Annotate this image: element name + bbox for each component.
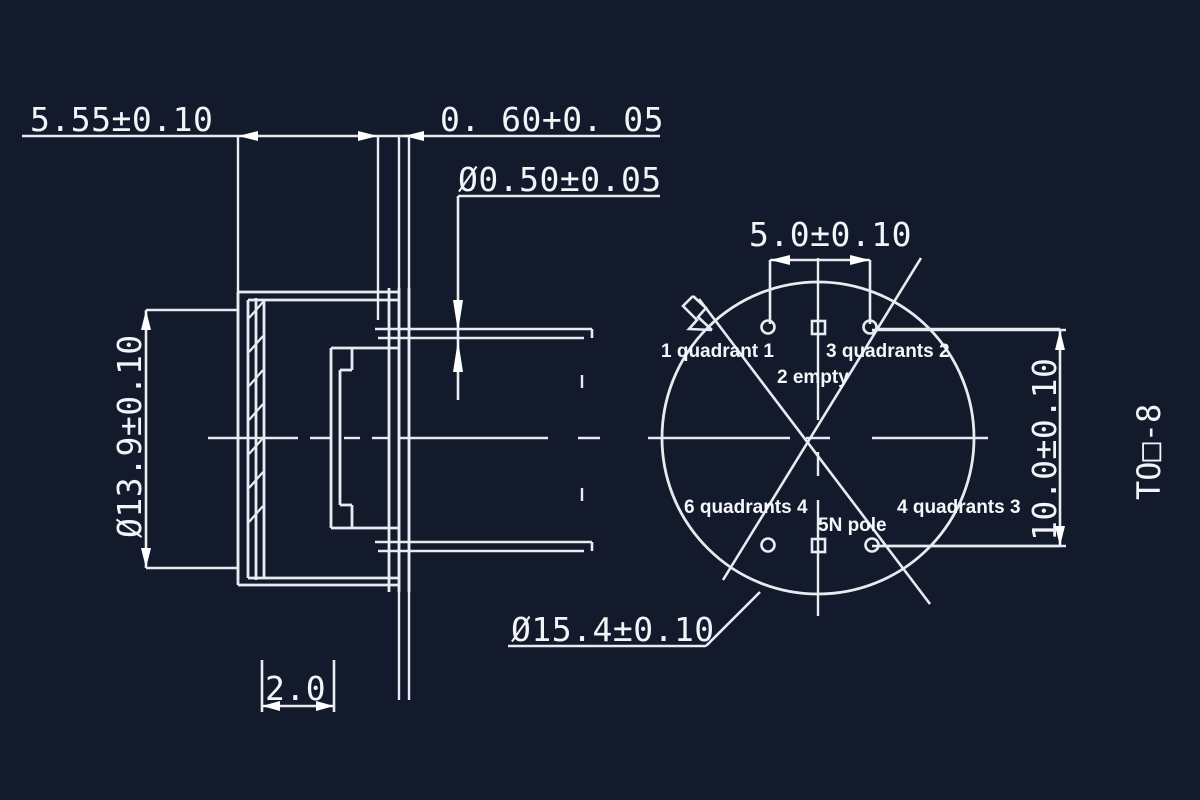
dim-flange-thickness: 0. 60+0. 05 (440, 100, 664, 139)
side-section-view (22, 131, 660, 712)
section-hatch (248, 301, 264, 523)
part-label: TO□-8 (1130, 404, 1168, 500)
pin-leaders (877, 327, 1060, 548)
pin-note-1: 1 quadrant 1 (661, 341, 774, 362)
pin-hole-2 (810, 319, 827, 336)
leader-lead-diameter (453, 194, 660, 400)
orientation-key (681, 295, 713, 332)
dim-body-diameter: Ø13.9±0.10 (110, 334, 149, 538)
pin-holes-bottom-row (760, 537, 880, 554)
pin-note-5: 5N pole (818, 515, 887, 536)
dimension-line-body-diameter (141, 308, 238, 570)
dim-lead-diameter: Ø0.50±0.05 (458, 160, 662, 199)
pin-hole-5 (810, 537, 827, 554)
dimension-line-step-width (260, 660, 336, 712)
dim-flange-diameter: Ø15.4±0.10 (511, 610, 715, 649)
pin-note-6: 6 quadrants 4 (684, 497, 808, 518)
lead-upper (375, 327, 594, 340)
pin-hole-6 (760, 537, 776, 553)
dim-step-width: 2.0 (265, 669, 326, 708)
front-circular-view (508, 255, 1066, 648)
pin-holes-top-row (760, 319, 878, 336)
dimension-line-flange-thickness (404, 131, 660, 141)
dim-pin-pitch-horizontal: 5.0±0.10 (749, 215, 912, 254)
centerline-side-view (208, 375, 600, 501)
pin-hole-1 (760, 319, 776, 335)
dimension-line-overall-length (22, 131, 412, 141)
pin-hole-4 (864, 537, 880, 553)
pin-note-3: 3 quadrants 2 (826, 341, 950, 362)
diagonal-reference-lines (697, 257, 932, 605)
dim-overall-length: 5.55±0.10 (30, 100, 213, 139)
pin-note-2: 2 empty (777, 367, 849, 388)
lead-lower (375, 540, 594, 553)
dim-pin-pitch-vertical: 10.0±0.10 (1025, 358, 1064, 541)
dimension-line-pin-pitch-horizontal (768, 255, 872, 324)
pin-note-4: 4 quadrants 3 (897, 497, 1021, 518)
pin-hole-3 (862, 319, 878, 335)
header-plate (387, 288, 411, 592)
leader-flange-diameter (508, 591, 761, 648)
